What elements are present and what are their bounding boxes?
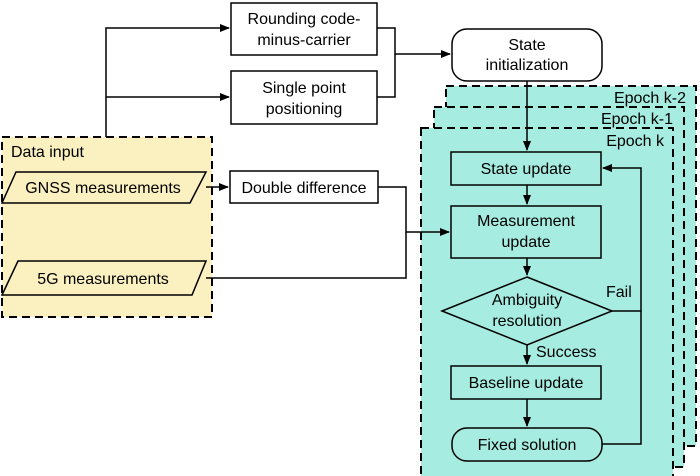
epoch-k2-label: Epoch k-2 — [614, 90, 686, 107]
epoch-k1-label: Epoch k-1 — [601, 111, 673, 128]
baseline-update-box — [450, 365, 602, 400]
arrow-fixed-loop — [602, 311, 642, 445]
state-update-label: State update — [481, 161, 572, 178]
gnss-measurements-shape — [0, 171, 208, 204]
rounding-line2: minus-carrier — [257, 32, 351, 49]
spp-line2: positioning — [266, 101, 343, 118]
data-input-label: Data input — [11, 144, 84, 161]
arrow-dd-to-measurement — [378, 186, 450, 236]
arrow-rounding-to-init — [377, 27, 451, 58]
gnss-measurements-label: GNSS measurements — [25, 180, 181, 197]
double-difference-label: Double difference — [241, 180, 366, 197]
ambiguity-line1: Ambiguity — [492, 292, 562, 309]
spp-line1: Single point — [262, 80, 346, 97]
arrow-input-to-rounding — [105, 24, 230, 137]
success-label: Success — [536, 344, 596, 361]
state-init-line1: State — [508, 37, 545, 54]
measurement-update-line2: update — [502, 234, 551, 251]
arrow-fail-loop — [602, 164, 642, 312]
ambiguity-line2: resolution — [492, 313, 561, 330]
rounding-box — [230, 2, 378, 56]
fiveg-measurements-label: 5G measurements — [37, 271, 169, 288]
fixed-solution-label: Fixed solution — [478, 437, 577, 454]
epoch-k-label: Epoch k — [606, 133, 665, 150]
measurement-update-line1: Measurement — [477, 213, 575, 230]
state-init-line2: initialization — [486, 57, 569, 74]
fiveg-measurements-shape — [0, 260, 208, 296]
measurement-update-box — [450, 205, 602, 259]
rounding-line1: Rounding code- — [248, 11, 361, 28]
double-difference-box — [229, 170, 379, 204]
fail-label: Fail — [606, 284, 632, 301]
arrow-5g-to-measurement — [206, 232, 407, 279]
arrow-spp-to-init — [377, 54, 396, 98]
spp-box — [230, 70, 378, 125]
state-update-box — [450, 151, 602, 186]
connectors — [105, 24, 642, 445]
baseline-update-label: Baseline update — [469, 375, 584, 392]
